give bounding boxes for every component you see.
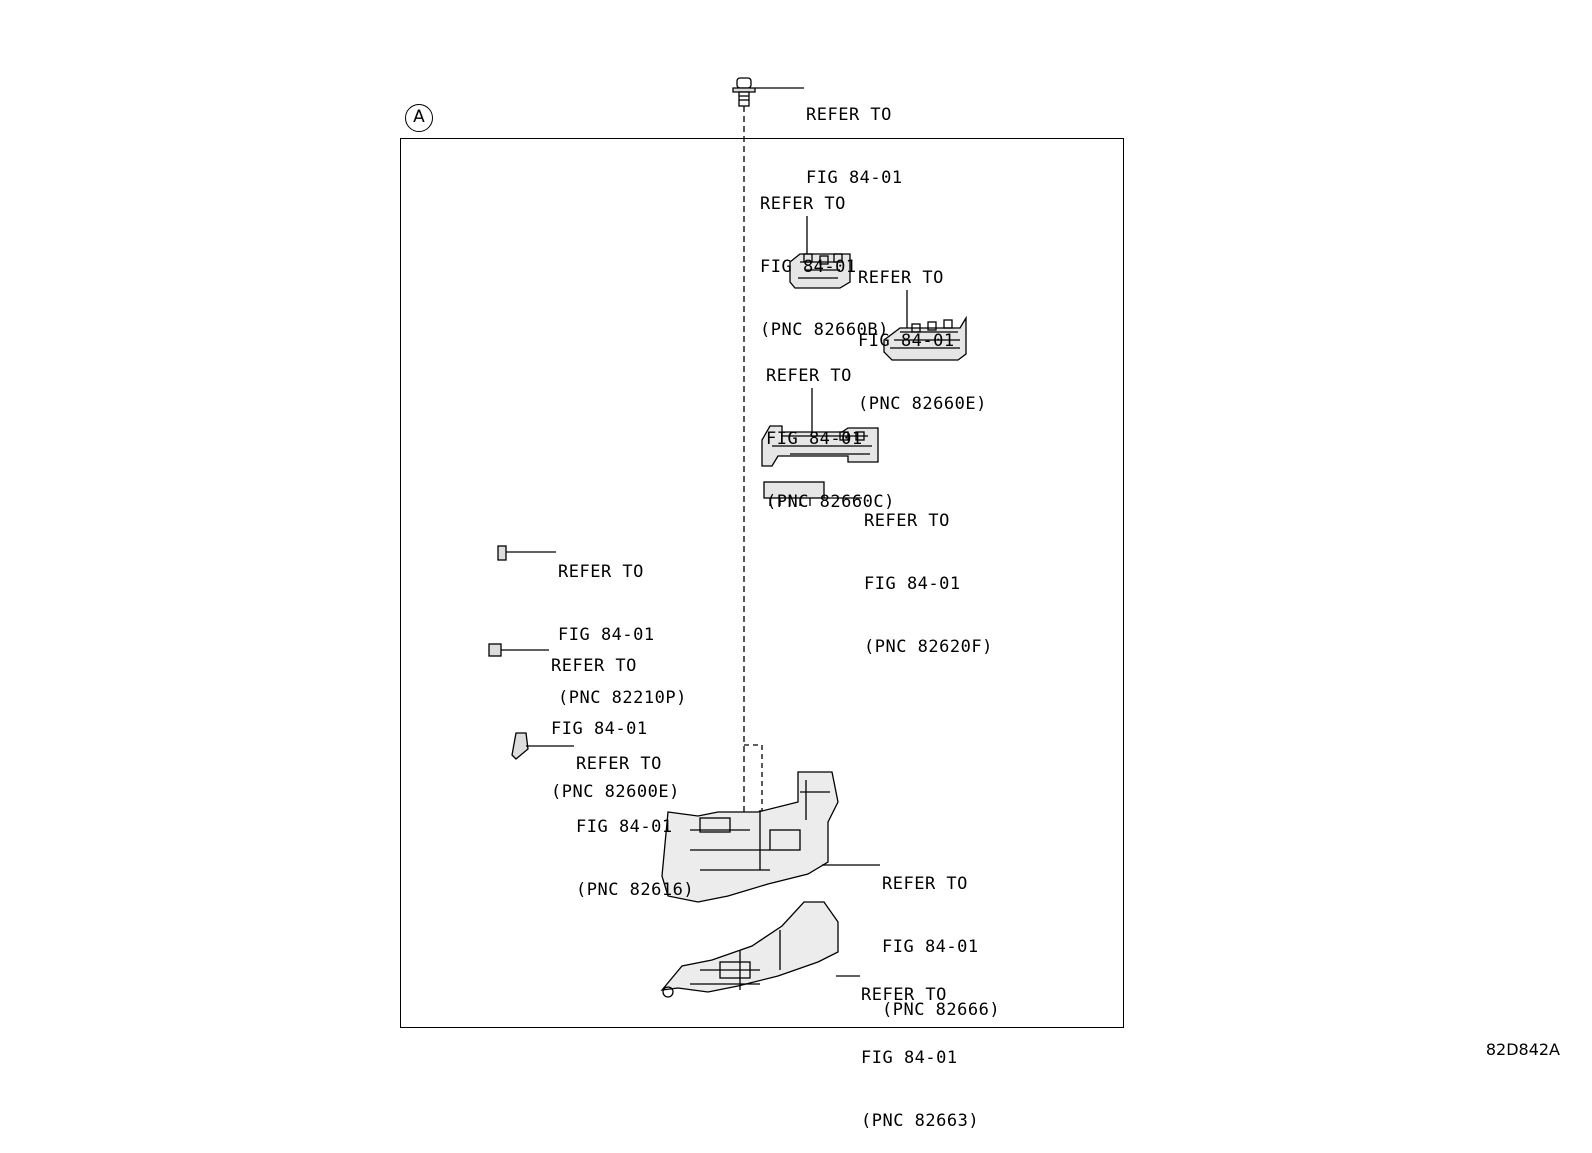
callout-82210P-l3: (PNC 82210P): [558, 688, 687, 708]
callout-bolt-l1: REFER TO: [806, 105, 892, 125]
callout-82616-l2: FIG 84-01: [576, 817, 673, 837]
callout-82600E-l3: (PNC 82600E): [551, 782, 680, 802]
callout-82210P-l2: FIG 84-01: [558, 625, 655, 645]
bracket-dashed-line: [744, 744, 763, 875]
view-a-frame: [400, 138, 1124, 1028]
bolt-part: [732, 77, 804, 107]
callout-82210P-l1: REFER TO: [558, 562, 644, 582]
relay-block-82660C: [761, 388, 879, 467]
bracket-82663: [660, 901, 860, 998]
callout-82660B: REFER TO FIG 84-01 (PNC 82660B): [760, 152, 889, 362]
callout-82660E-l1: REFER TO: [858, 268, 944, 288]
callout-82660C-l3: (PNC 82660C): [766, 492, 895, 512]
callout-82666-l2: FIG 84-01: [882, 937, 979, 957]
clip-82600E: [488, 643, 549, 657]
callout-82660B-l2: FIG 84-01: [760, 257, 857, 277]
callout-82663-l3: (PNC 82663): [861, 1111, 980, 1131]
relay-block-82660E: [883, 290, 967, 361]
callout-82660C-l2: FIG 84-01: [766, 429, 863, 449]
callout-82600E-l1: REFER TO: [551, 656, 637, 676]
cover-82616: [511, 732, 574, 760]
callout-bolt-l2: FIG 84-01: [806, 168, 903, 188]
callout-82660C-l1: REFER TO: [766, 366, 852, 386]
callout-82660E: REFER TO FIG 84-01 (PNC 82660E): [858, 226, 987, 436]
callout-82620F-l1: REFER TO: [864, 511, 950, 531]
callout-82666-l3: (PNC 82666): [882, 1000, 1001, 1020]
callout-82663: REFER TO FIG 84-01 (PNC 82663): [861, 943, 979, 1153]
diagram-code: 82D842A: [1485, 1040, 1560, 1059]
callout-82210P: REFER TO FIG 84-01 (PNC 82210P): [558, 520, 687, 730]
connector-82620F: [763, 481, 862, 506]
callout-82620F-l2: FIG 84-01: [864, 574, 961, 594]
callout-bolt: REFER TO FIG 84-01: [806, 63, 903, 210]
callout-82660E-l2: FIG 84-01: [858, 331, 955, 351]
callout-82600E: REFER TO FIG 84-01 (PNC 82600E): [551, 614, 680, 824]
callout-82663-l2: FIG 84-01: [861, 1048, 958, 1068]
callout-82620F-l3: (PNC 82620F): [864, 637, 993, 657]
callout-82660B-l3: (PNC 82660B): [760, 320, 889, 340]
callout-82620F: REFER TO FIG 84-01 (PNC 82620F): [864, 469, 993, 679]
callout-82616-l1: REFER TO: [576, 754, 662, 774]
view-a-marker: A: [405, 104, 433, 132]
callout-82660B-l1: REFER TO: [760, 194, 846, 214]
relay-block-82660B: [789, 216, 851, 289]
callout-82663-l1: REFER TO: [861, 985, 947, 1005]
callout-82660C: REFER TO FIG 84-01 (PNC 82660C): [766, 324, 895, 534]
bracket-82666: [661, 771, 880, 903]
callout-82616: REFER TO FIG 84-01 (PNC 82616): [576, 712, 694, 922]
clip-82210P: [497, 545, 556, 561]
callout-82666: REFER TO FIG 84-01 (PNC 82666): [882, 832, 1000, 1042]
callout-82616-l3: (PNC 82616): [576, 880, 695, 900]
callout-82666-l1: REFER TO: [882, 874, 968, 894]
parts-diagram: [488, 77, 967, 998]
callout-82600E-l2: FIG 84-01: [551, 719, 648, 739]
callout-82660E-l3: (PNC 82660E): [858, 394, 987, 414]
